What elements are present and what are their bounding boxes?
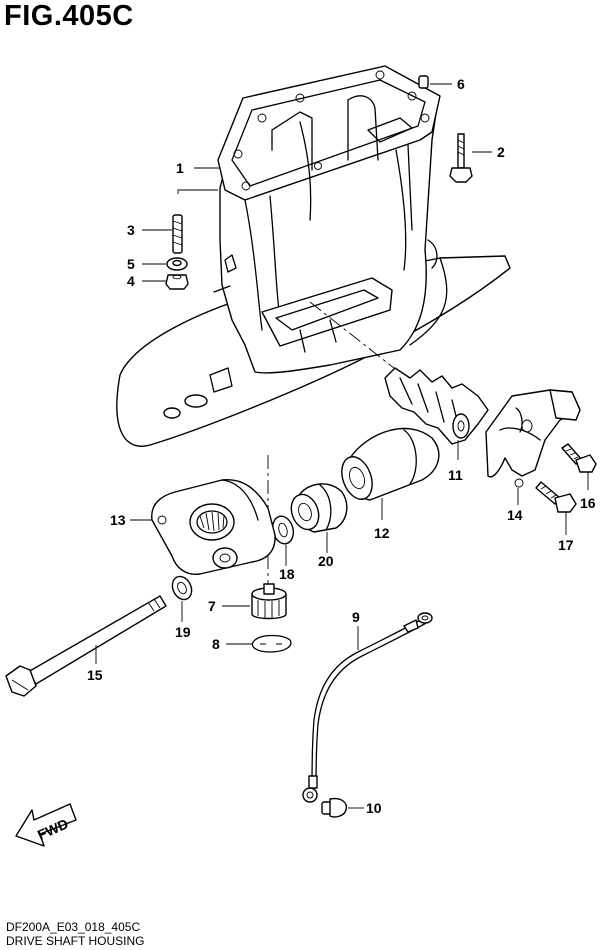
callout-3: 3 (127, 222, 135, 238)
callout-11: 11 (448, 467, 463, 483)
callout-5: 5 (127, 256, 135, 272)
washer[interactable] (142, 257, 188, 271)
callout-13: 13 (110, 512, 126, 528)
callout-19: 19 (175, 624, 191, 640)
bracket-bolt-upper[interactable] (561, 443, 597, 490)
callout-17: 17 (558, 537, 574, 553)
rubber-damper[interactable] (384, 367, 489, 460)
callout-2: 2 (497, 144, 505, 160)
callout-8: 8 (212, 636, 220, 652)
callout-10: 10 (366, 800, 382, 816)
mount-clamp[interactable] (130, 479, 276, 575)
nut[interactable] (142, 274, 189, 290)
callout-9: 9 (352, 609, 360, 625)
callout-14: 14 (507, 507, 523, 523)
through-bolt[interactable] (5, 595, 167, 697)
callout-4: 4 (127, 273, 135, 289)
callout-7: 7 (208, 598, 216, 614)
mount-bracket[interactable] (485, 389, 581, 505)
stud-bolt[interactable] (142, 214, 183, 254)
callout-1: 1 (176, 160, 184, 176)
shaft-coupler[interactable] (222, 583, 287, 620)
callout-12: 12 (374, 525, 390, 541)
fwd-arrow: FWD (15, 803, 77, 847)
figure-title: FIG.405C (4, 0, 134, 32)
housing-bolt[interactable] (449, 133, 492, 183)
ground-lead-wire[interactable] (302, 612, 433, 803)
callout-16: 16 (580, 495, 596, 511)
callout-18: 18 (279, 566, 295, 582)
callout-20: 20 (318, 553, 334, 569)
ground-screw[interactable] (321, 797, 364, 818)
bolt-washer[interactable] (169, 573, 195, 622)
bush[interactable] (287, 483, 348, 553)
dowel-pin[interactable] (418, 75, 452, 89)
bracket-bolt-lower[interactable] (535, 481, 577, 535)
figure-code: DF200A_E03_018_405C (6, 920, 141, 934)
callout-15: 15 (87, 667, 103, 683)
figure-name: DRIVE SHAFT HOUSING (6, 934, 145, 948)
shaft-washer[interactable] (270, 514, 297, 566)
circlip[interactable] (226, 634, 292, 653)
callout-6: 6 (457, 76, 465, 92)
drive-shaft-housing[interactable] (116, 65, 511, 447)
mount-rubber[interactable] (336, 427, 440, 520)
